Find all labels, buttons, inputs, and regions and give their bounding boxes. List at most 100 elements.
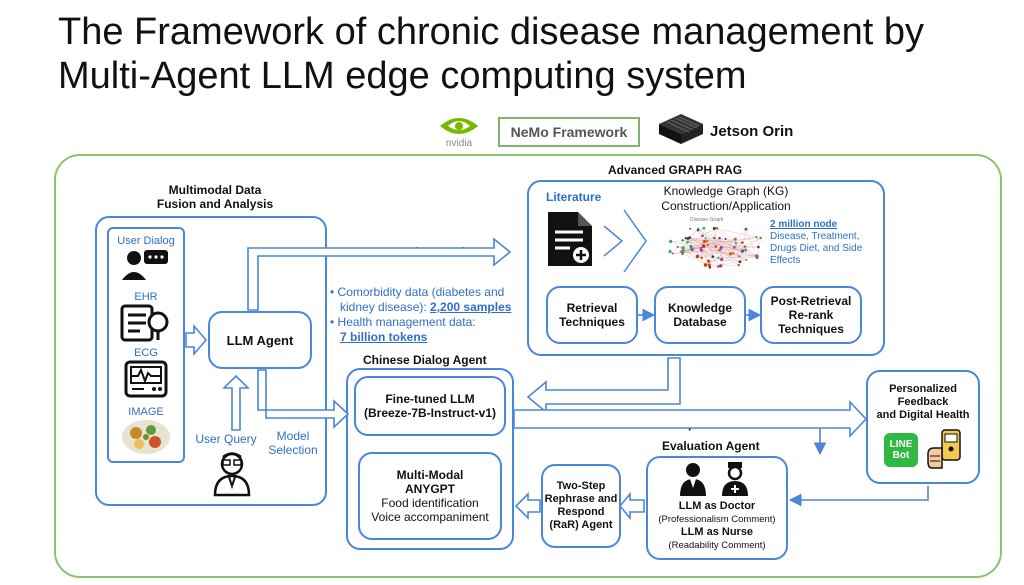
kg-node [743,245,747,248]
finetuned-llm-box[interactable]: Fine-tuned LLM(Breeze-7B-Instruct-v1) [354,376,506,436]
kg-node [700,256,703,260]
knowledge-graph-image: Disease Graph [660,214,770,272]
ehr-label: EHR [134,291,158,303]
model-selection-label: Model Selection [268,429,318,457]
kg-node [712,226,716,230]
kg-stats: 2 million node Disease, Treatment, Drugs… [770,219,863,266]
kg-node [718,236,721,240]
evaluation-details: LLM as Doctor (Professionalism Comment) … [658,500,776,551]
kg-node [738,255,741,258]
image-label: IMAGE [128,406,164,418]
document-icon [546,210,594,268]
kg-node [669,239,673,243]
kg-node [702,226,706,230]
chinese-agent-heading: Chinese Dialog Agent [363,353,487,367]
kg-node [728,252,733,256]
kg-node [720,257,724,262]
data-notes: • Comorbidity data (diabetes and kidney … [330,285,512,344]
doctor-icon [678,462,708,496]
kg-node [759,236,762,240]
title-line-2: Multi-Agent LLM edge computing system [58,55,747,97]
kg-node [676,246,679,248]
kg-node [695,254,700,259]
kg-node [686,241,689,244]
kg-node [706,239,709,242]
digital-health-device-icon [926,428,966,470]
ecg-icon [124,360,168,398]
graph-rag-heading: Advanced GRAPH RAG [608,163,743,177]
kg-node [734,237,737,241]
kg-node [688,236,692,239]
kg-node [757,245,760,249]
kg-node [707,263,712,267]
kg-node [684,236,687,240]
kg-node [741,241,744,244]
kg-node [713,236,716,240]
kg-node [682,249,685,252]
user-query-label: User Query [195,432,257,446]
kg-node [681,239,684,242]
page-title: The Framework of chronic disease managem… [58,10,1018,98]
feedback-heading: Personalized Feedback and Digital Health [876,383,970,421]
food-photo-icon [121,418,171,456]
user-response-label: User Response [636,417,724,431]
kg-node [716,227,719,230]
literature-label: Literature [546,190,602,204]
llm-agent-box[interactable]: LLM Agent [208,311,312,369]
kg-node [755,256,759,259]
kg-node [732,252,735,255]
kg-node [708,266,712,269]
user-dialog-icon [118,248,174,280]
evaluation-agent-panel [646,456,788,560]
kg-node [738,260,742,264]
kg-title: Knowledge Graph (KG) Construction/Applic… [661,184,791,213]
nemo-framework-badge: NeMo Framework [498,117,640,147]
kg-node [714,245,718,248]
kg-node [681,246,685,250]
kg-node [668,250,672,254]
kg-node [703,263,708,267]
graph-caption: Disease Graph [690,217,724,223]
multimodal-heading: Multimodal Data Fusion and Analysis [156,183,274,211]
kg-node [745,258,748,261]
ehr-icon [120,302,172,342]
kg-node [689,246,693,250]
kg-node [719,264,723,268]
kg-node [718,248,722,251]
kg-node [755,235,758,239]
contextual-data-label: Contextual Data [558,388,650,402]
multimodal-anygpt-box[interactable]: Multi-Modal ANYGPT Food identification V… [358,452,502,540]
kg-node [744,248,748,252]
kg-node [699,248,703,252]
user-dialog-label: User Dialog [117,235,175,247]
jetson-orin-label: Jetson Orin [710,123,794,140]
kg-node [706,259,711,263]
kg-node [711,255,715,258]
kg-node [734,242,738,245]
kg-node [706,243,709,246]
kg-node [724,238,727,240]
ecg-label: ECG [134,347,158,359]
jetson-device-icon [655,110,707,146]
user-person-icon [209,450,255,497]
kg-node [719,246,723,250]
kg-node [701,244,706,248]
kg-node [697,227,700,230]
kg-node [689,227,692,230]
kg-node [744,227,748,231]
kg-node [717,256,720,259]
kg-node [671,252,674,255]
title-line-1: The Framework of chronic disease managem… [58,11,924,53]
kg-node [704,237,707,240]
nvidia-logo: nvidia [430,112,488,150]
nurse-icon [720,462,750,496]
kg-node [701,234,704,237]
kg-node [733,246,736,249]
evaluation-agent-heading: Evaluation Agent [662,439,760,453]
semantic-search-label: Semantic Search [372,245,469,259]
